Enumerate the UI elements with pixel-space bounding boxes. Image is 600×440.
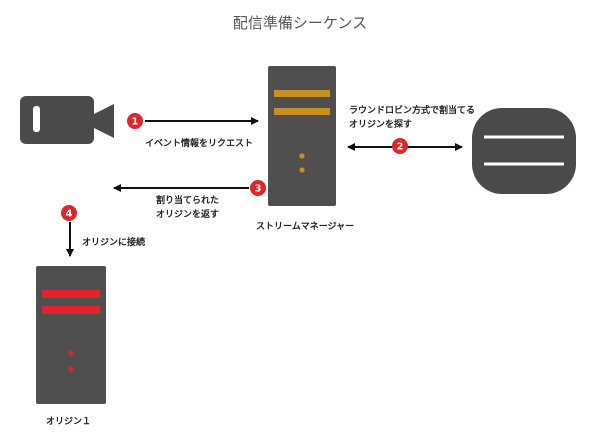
- step-1-label-line-1: イベント情報をリクエスト: [145, 139, 254, 149]
- step-1-label: イベント情報をリクエスト: [145, 137, 253, 151]
- origin-label: オリジン１: [46, 417, 92, 427]
- step-3-label: 割り当てられた オリジンを返す: [156, 194, 219, 222]
- step-number-4: 4: [66, 209, 73, 220]
- step-2-label-line-2: オリジンを探す: [349, 120, 413, 130]
- stream-manager-server: [268, 66, 336, 206]
- step-2-label-line-1: ラウンドロビン方式で割当てる: [349, 106, 476, 116]
- step-badge-2: 2: [392, 138, 408, 154]
- step-3-label-line-1: 割り当てられた: [156, 196, 220, 206]
- step-number-1: 1: [132, 117, 139, 128]
- step-2-label: ラウンドロビン方式で割当てる オリジンを探す: [349, 104, 475, 132]
- step-4-label-line-1: オリジンに接続: [82, 238, 146, 248]
- step-badge-1: 1: [127, 113, 143, 129]
- step-number-2: 2: [397, 142, 404, 153]
- stream-manager-label: ストリームマネージャー: [256, 222, 355, 232]
- video-camera-icon: [20, 96, 114, 144]
- step-badge-4: 4: [61, 205, 77, 221]
- step-number-3: 3: [255, 184, 262, 195]
- diagram-title: 配信準備シーケンス: [232, 14, 368, 32]
- step-3-label-line-2: オリジンを返す: [156, 210, 220, 220]
- origin-server: [36, 266, 106, 404]
- step-4-label: オリジンに接続: [82, 236, 145, 250]
- database-icon: [472, 108, 576, 194]
- step-badge-3: 3: [250, 180, 266, 196]
